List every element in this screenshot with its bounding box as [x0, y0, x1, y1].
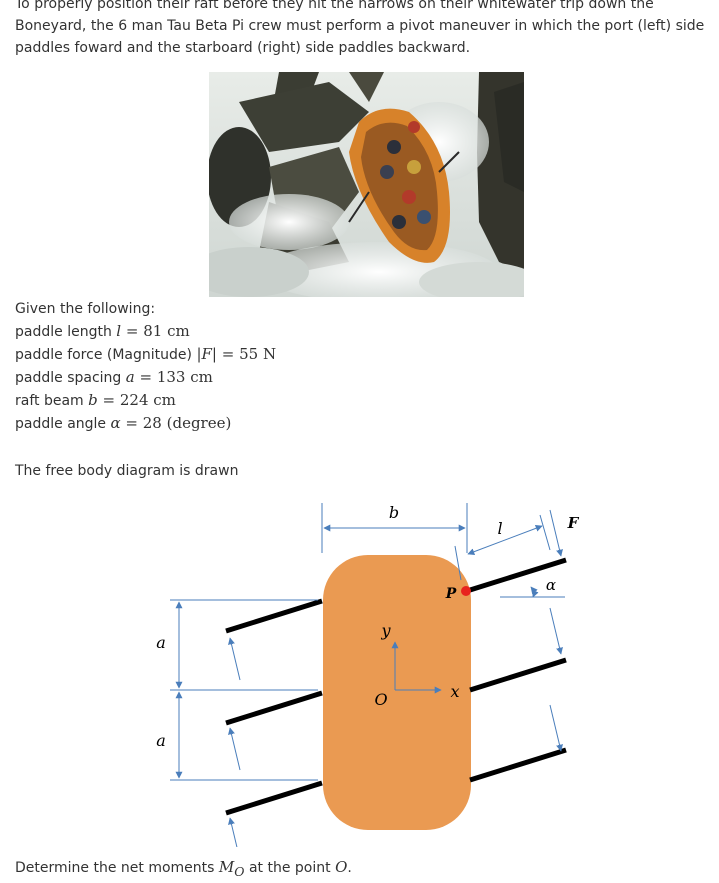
fbd-intro: The free body diagram is drawn — [15, 463, 239, 479]
given-paddle-force: paddle force (Magnitude) |F| = 55 N — [15, 343, 276, 366]
paddle-right-2 — [469, 657, 567, 693]
label-P: P — [445, 586, 457, 602]
label-O: O — [374, 690, 387, 709]
question-text: Determine the net moments MO at the poin… — [15, 858, 352, 879]
paddle-spacing-unit: cm — [190, 368, 213, 386]
paddle-left-3 — [225, 780, 323, 816]
rafting-photo-image — [209, 72, 524, 297]
length-dimension-arrow — [467, 524, 543, 556]
given-paddle-angle-equation: α = 28 (degree) — [110, 414, 232, 432]
free-body-diagram: b l F α P y x O — [140, 497, 590, 861]
given-paddle-angle: paddle angle α = 28 (degree) — [15, 412, 276, 435]
given-raft-beam-equation: b = 224 cm — [88, 391, 176, 409]
length-extension-outer — [539, 514, 551, 551]
given-paddle-length: paddle length l = 81 cm — [15, 320, 276, 343]
paddle-left-1 — [225, 598, 323, 634]
label-alpha: α — [546, 576, 556, 594]
raft-body — [323, 555, 471, 830]
paddle-angle-unit: (degree) — [166, 414, 232, 432]
paddle-length-unit: cm — [167, 322, 190, 340]
symbol-alpha: α — [110, 414, 121, 432]
paddle-force-value: 55 — [239, 345, 259, 363]
paddle-length-value: 81 — [143, 322, 163, 340]
label-F: F — [567, 514, 580, 532]
given-values: Given the following: paddle length l = 8… — [15, 298, 276, 435]
paddle-right-1 — [469, 557, 567, 593]
label-a-bottom: a — [156, 731, 166, 750]
raft-beam-unit: cm — [153, 391, 176, 409]
paddle-spacing-value: 133 — [156, 368, 186, 386]
force-arrow-left-3 — [228, 817, 241, 861]
symbol-F-magnitude: |F| — [196, 345, 217, 363]
force-arrow-right-1 — [549, 509, 563, 557]
given-paddle-length-label: paddle length — [15, 324, 112, 340]
force-arrow-right-2 — [549, 607, 563, 655]
given-paddle-force-equation: |F| = 55 N — [196, 345, 277, 363]
point-symbol: O — [335, 858, 348, 876]
force-arrow-right-3 — [549, 704, 563, 752]
given-paddle-force-label: paddle force (Magnitude) — [15, 347, 192, 363]
angle-arc — [530, 586, 539, 598]
label-b: b — [389, 503, 399, 522]
given-heading: Given the following: — [15, 301, 156, 317]
moment-symbol: MO — [218, 858, 245, 879]
paddle-angle-value: 28 — [142, 414, 162, 432]
question-suffix: . — [347, 860, 352, 876]
given-paddle-spacing-label: paddle spacing — [15, 370, 122, 386]
point-P-marker — [461, 586, 471, 596]
force-arrow-left-1 — [228, 637, 241, 681]
question-middle: at the point — [244, 860, 336, 876]
force-arrow-left-2 — [228, 727, 241, 771]
length-extension-inner — [454, 545, 462, 581]
paddle-force-unit: N — [262, 345, 277, 363]
given-raft-beam: raft beam b = 224 cm — [15, 389, 276, 412]
question-prefix: Determine the net moments — [15, 860, 219, 876]
label-a-top: a — [156, 633, 166, 652]
symbol-b: b — [88, 391, 98, 409]
label-y: y — [380, 621, 391, 640]
given-raft-beam-label: raft beam — [15, 393, 84, 409]
symbol-l: l — [116, 322, 122, 340]
symbol-a: a — [125, 368, 135, 386]
given-paddle-spacing-equation: a = 133 cm — [125, 368, 213, 386]
rafting-photo — [209, 72, 524, 297]
paddle-left-2 — [225, 690, 323, 726]
given-paddle-spacing: paddle spacing a = 133 cm — [15, 366, 276, 389]
raft-beam-value: 224 — [119, 391, 149, 409]
paddle-right-3 — [469, 747, 567, 783]
given-paddle-length-equation: l = 81 cm — [116, 322, 190, 340]
problem-intro: To properly position their raft before t… — [15, 0, 705, 56]
label-l: l — [497, 519, 502, 538]
free-body-diagram-svg: b l F α P y x O — [156, 503, 580, 861]
given-paddle-angle-label: paddle angle — [15, 416, 107, 432]
label-x: x — [450, 682, 459, 701]
